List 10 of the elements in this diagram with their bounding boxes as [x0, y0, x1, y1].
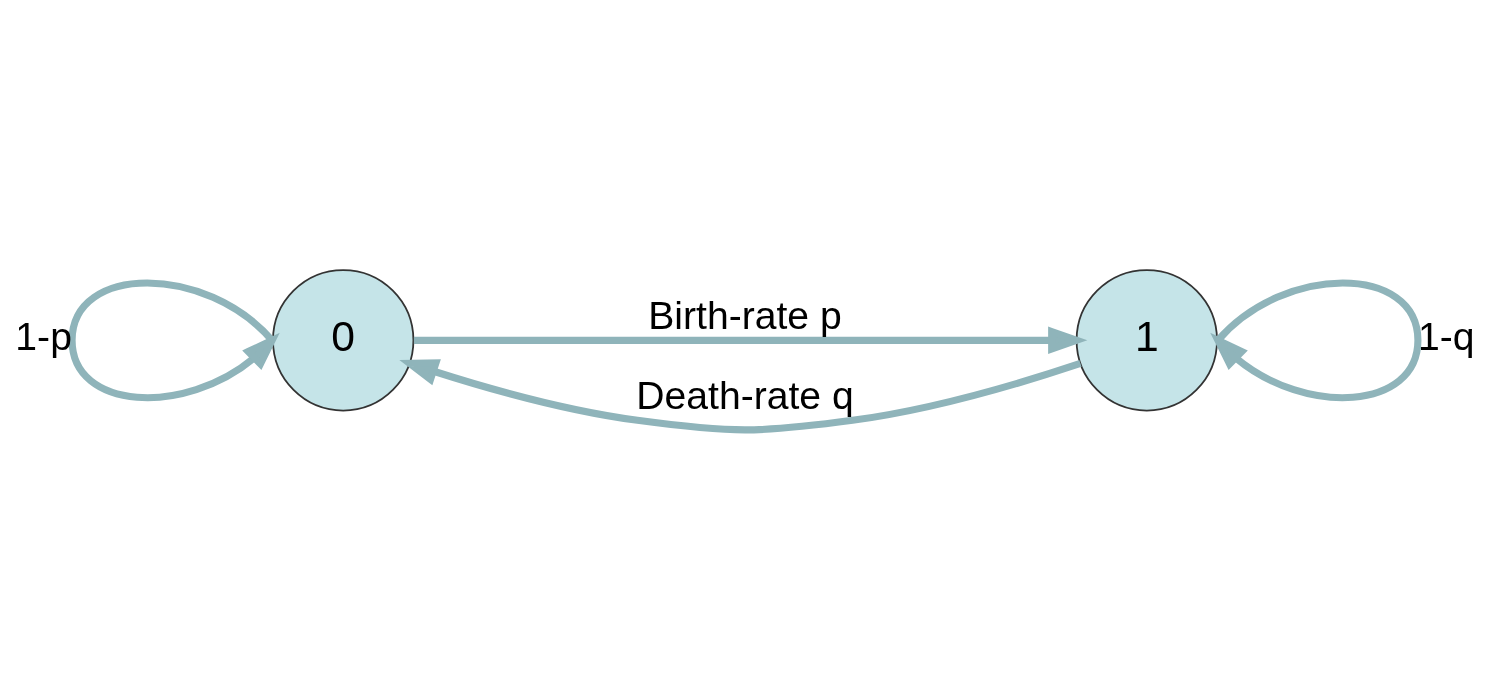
edge-label: 1-p	[15, 315, 72, 359]
arrow	[68, 279, 280, 401]
arrow	[399, 359, 1082, 434]
edge-label: Birth-rate p	[648, 293, 842, 337]
arrow	[1210, 279, 1422, 401]
edge-label: Death-rate q	[636, 373, 854, 417]
arrow	[413, 326, 1088, 355]
node-circle: 0	[272, 269, 415, 412]
edge-label: 1-q	[1418, 315, 1475, 359]
node-circle: 1	[1075, 269, 1218, 412]
